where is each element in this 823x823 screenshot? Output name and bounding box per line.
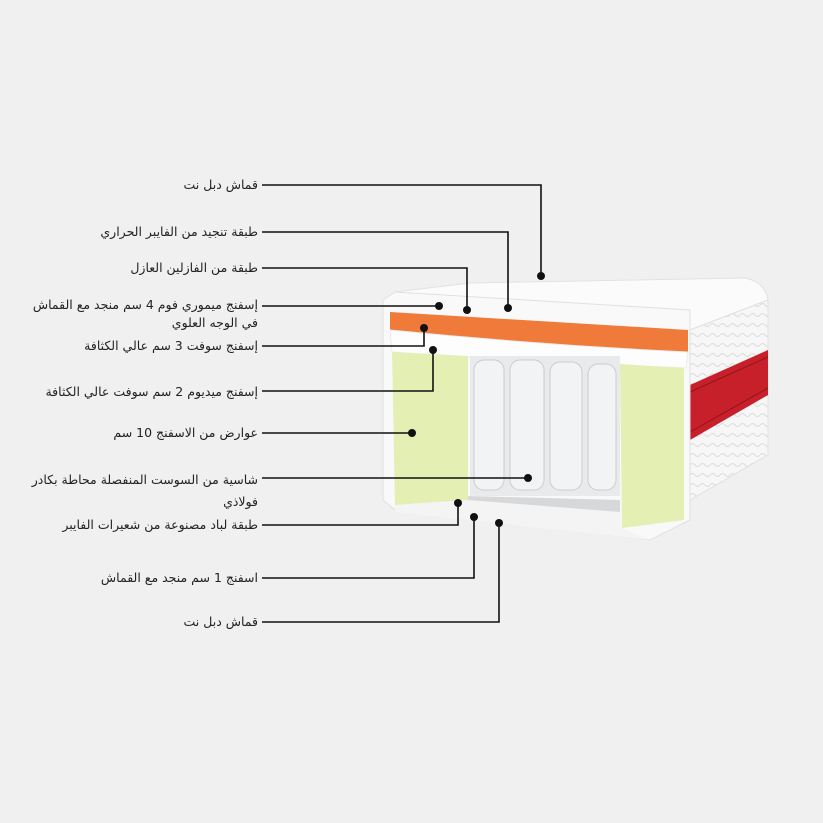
label-foam-rails-10cm: عوارض من الاسفنج 10 سم (113, 425, 258, 440)
foam-rail-right (620, 364, 684, 528)
label-insulating-felt-layer: طبقة من الفازلين العازل (130, 260, 258, 275)
label-fiber-felt-pad: طبقة لباد مصنوعة من شعيرات الفايبر (62, 517, 258, 532)
label-double-net-fabric-top: قماش دبل نت (183, 177, 258, 192)
label-medium-foam-2cm: إسفنج ميديوم 2 سم سوفت عالي الكثافة (45, 384, 258, 399)
foam-rail-left (392, 352, 468, 505)
label-foam-1cm-quilted: اسفنج 1 سم منجد مع القماش (100, 570, 258, 585)
label-double-net-fabric-bottom: قماش دبل نت (183, 614, 258, 629)
label-memory-foam-4cm: إسفنج ميموري فوم 4 سم منجد مع القماش في … (32, 297, 258, 330)
label-soft-foam-3cm: إسفنج سوفت 3 سم عالي الكثافة (84, 338, 258, 353)
memory-foam-layer (390, 312, 688, 352)
leader-dots (408, 272, 545, 527)
side-stripe (690, 350, 768, 440)
mattress-illustration (382, 277, 769, 541)
leader-lines (262, 184, 542, 623)
label-pocket-spring-chassis: شاسية من السوست المنفصلة محاطة بكادر فول… (31, 472, 258, 509)
label-thermal-fiber-layer: طبقة تنجيد من الفايبر الحراري (100, 224, 258, 239)
